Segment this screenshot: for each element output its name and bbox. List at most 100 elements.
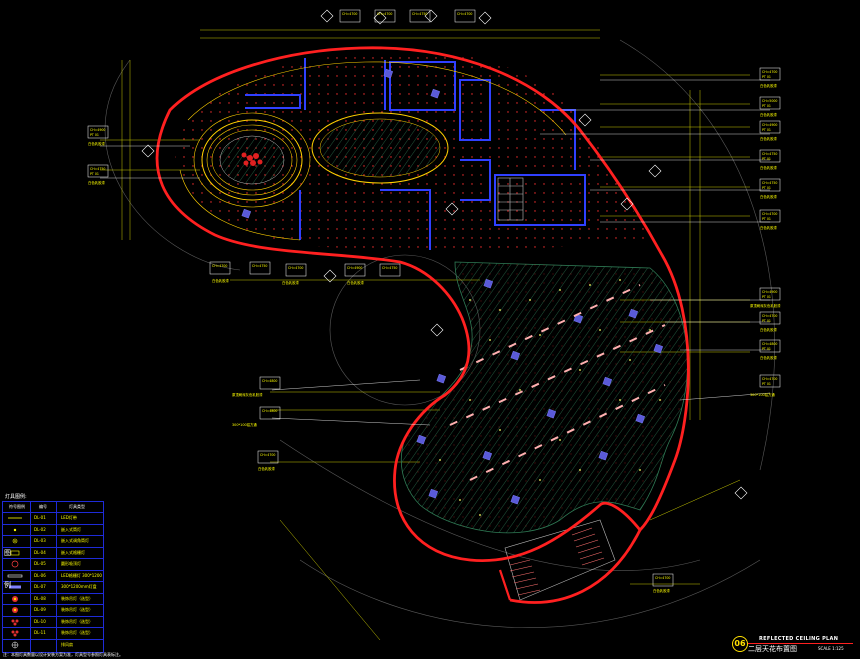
legend-type: LED灯带 [61, 515, 77, 520]
svg-text:CH=4800: CH=4800 [762, 342, 777, 346]
legend-code: DL-09 [34, 607, 46, 612]
svg-text:白色乳胶漆: 白色乳胶漆 [760, 83, 778, 88]
legend-row: DL-06 LED格栅灯 300*1200 [3, 569, 103, 581]
svg-text:CH=4700: CH=4700 [377, 12, 392, 16]
lobby-downlights [439, 279, 661, 516]
svg-text:PT 01: PT 01 [762, 347, 771, 351]
svg-text:白色乳胶漆: 白色乳胶漆 [282, 280, 300, 285]
svg-text:CH=4800: CH=4800 [262, 409, 277, 413]
svg-text:白色乳胶漆: 白色乳胶漆 [212, 278, 230, 283]
svg-text:白色乳胶漆: 白色乳胶漆 [760, 225, 778, 230]
svg-text:PT 01: PT 01 [762, 295, 771, 299]
tag-leaders [100, 79, 771, 426]
legend-symbol-icon [6, 641, 24, 649]
legend-symbol-icon [6, 537, 24, 545]
svg-text:300*100铝方通: 300*100铝方通 [750, 392, 775, 397]
legend-symbol-icon [6, 560, 24, 568]
interior-walls [245, 58, 586, 250]
chandelier-cluster [241, 152, 263, 166]
svg-text:白色乳胶漆: 白色乳胶漆 [347, 280, 365, 285]
legend-type: 装饰吊灯（选型） [61, 595, 93, 601]
svg-text:PT 01: PT 01 [762, 157, 771, 161]
svg-text:CH=5000: CH=5000 [762, 99, 777, 103]
drawing-note: 注：本图灯具数量以设计安装方案为准，灯具型号参照灯具表标注。 [3, 652, 123, 657]
legend-symbol-icon [6, 572, 24, 580]
legend-type: 嵌入式格栅灯 [61, 549, 85, 555]
svg-text:CH=4900: CH=4900 [90, 128, 105, 132]
legend-symbol-icon [6, 629, 24, 637]
svg-text:CH=4700: CH=4700 [342, 12, 357, 16]
svg-text:CH=4750: CH=4750 [382, 266, 397, 270]
svg-text:白色乳胶漆: 白色乳胶漆 [760, 327, 778, 332]
svg-text:CH=4750: CH=4750 [412, 12, 427, 16]
legend-side-label-2: 例 [4, 581, 11, 589]
ceiling-tag-boxes [87, 9, 781, 587]
svg-text:PT 01: PT 01 [762, 186, 771, 190]
legend-type: 嵌入式筒灯 [61, 526, 81, 532]
legend-header-code: 编号 [39, 504, 47, 509]
stair [497, 177, 524, 221]
section-markers [141, 9, 748, 500]
svg-text:PT 01: PT 01 [90, 133, 99, 137]
legend-row: DL-01 LED灯带 [3, 512, 103, 523]
legend-row: DL-04 嵌入式格栅灯 [3, 546, 103, 558]
legend-type: LED格栅灯 300*1200 [61, 572, 102, 578]
svg-text:CH=4750: CH=4750 [90, 167, 105, 171]
legend-type: 装饰吊灯（选型） [61, 630, 93, 635]
svg-text:原顶刷深灰色乳胶漆: 原顶刷深灰色乳胶漆 [750, 303, 781, 308]
legend-type: 装饰吊灯（选型） [61, 618, 93, 624]
linear-lights [449, 284, 666, 481]
svg-text:白色乳胶漆: 白色乳胶漆 [760, 112, 778, 117]
svg-text:白色乳胶漆: 白色乳胶漆 [88, 141, 106, 146]
svg-text:CH=4750: CH=4750 [762, 181, 777, 185]
legend-code: DL-06 [34, 572, 46, 578]
svg-text:CH=4900: CH=4900 [347, 266, 362, 270]
svg-text:CH=4700: CH=4700 [457, 12, 472, 16]
svg-text:PT 01: PT 01 [762, 128, 771, 132]
legend-symbol-icon [6, 526, 24, 534]
svg-text:CH=4700: CH=4700 [260, 453, 275, 457]
legend-code: DL-07 [34, 584, 46, 589]
legend-code: DL-01 [34, 515, 46, 520]
svg-text:白色乳胶漆: 白色乳胶漆 [88, 180, 106, 185]
svg-text:PT 01: PT 01 [90, 172, 99, 176]
svg-text:CH=4750: CH=4750 [252, 264, 267, 268]
title-underline [748, 643, 853, 644]
svg-text:白色乳胶漆: 白色乳胶漆 [653, 588, 671, 593]
svg-text:PT 01: PT 01 [762, 104, 771, 108]
svg-text:CH=4750: CH=4750 [762, 152, 777, 156]
legend-side-label-1: 图 [4, 549, 11, 557]
svg-text:CH=4700: CH=4700 [288, 266, 303, 270]
legend-symbol-icon [6, 606, 24, 614]
title-block: 06 REFLECTED CEILING PLAN 二层天花布置图 SCALE … [732, 636, 857, 656]
oval-rooms [193, 112, 449, 208]
drawing-number: 06 [732, 636, 748, 652]
svg-text:CH=4700: CH=4700 [762, 212, 777, 216]
svg-text:白色乳胶漆: 白色乳胶漆 [760, 165, 778, 170]
legend-code: DL-11 [34, 630, 46, 635]
drawing-scale: SCALE 1:125 [818, 646, 844, 651]
svg-text:白色乳胶漆: 白色乳胶漆 [760, 194, 778, 199]
legend-code: DL-04 [34, 549, 46, 555]
svg-text:白色乳胶漆: 白色乳胶漆 [258, 466, 276, 471]
svg-text:白色乳胶漆: 白色乳胶漆 [760, 136, 778, 141]
legend-header-symbol: 符号图例 [9, 504, 25, 509]
legend-symbol-icon [6, 618, 24, 626]
svg-text:CH=4700: CH=4700 [212, 264, 227, 268]
svg-text:PT 01: PT 01 [762, 75, 771, 79]
legend-type: 圆形吸顶灯 [61, 561, 81, 566]
legend-header-row: 符号图例 编号 灯具类型 [3, 502, 103, 512]
svg-text:PT 01: PT 01 [762, 382, 771, 386]
svg-text:PT 01: PT 01 [762, 217, 771, 221]
legend-header-type: 灯具类型 [69, 504, 85, 509]
svg-text:CH=4700: CH=4700 [762, 314, 777, 318]
